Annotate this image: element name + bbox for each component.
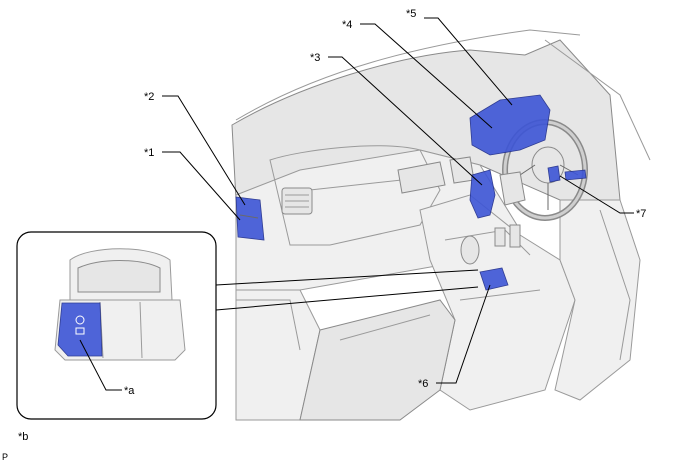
callout-lines <box>79 17 634 391</box>
callout-6: *6 <box>418 378 428 390</box>
callout-2: *2 <box>144 91 154 103</box>
callout-7: *7 <box>636 208 646 220</box>
callout-a: *a <box>124 385 135 397</box>
callout-5: *5 <box>406 8 416 20</box>
switch-closeup-illustration <box>16 231 479 420</box>
callout-b: *b <box>18 431 28 443</box>
highlighted-parts <box>235 94 587 291</box>
callout-3: *3 <box>310 52 320 64</box>
callout-4: *4 <box>342 19 352 31</box>
callout-1: *1 <box>144 147 154 159</box>
closeup-switch <box>57 302 103 357</box>
part-4-5 <box>469 94 551 156</box>
part-3 <box>469 169 496 219</box>
dashboard-illustration <box>231 29 651 421</box>
part-7 <box>547 165 561 183</box>
callout-labels: *1 *2 *3 *4 *5 *6 *7 *a *b P <box>2 8 646 462</box>
part-6 <box>479 267 509 291</box>
part-1-2 <box>235 196 265 241</box>
part-7b <box>564 169 587 181</box>
footer-code: P <box>2 452 8 462</box>
